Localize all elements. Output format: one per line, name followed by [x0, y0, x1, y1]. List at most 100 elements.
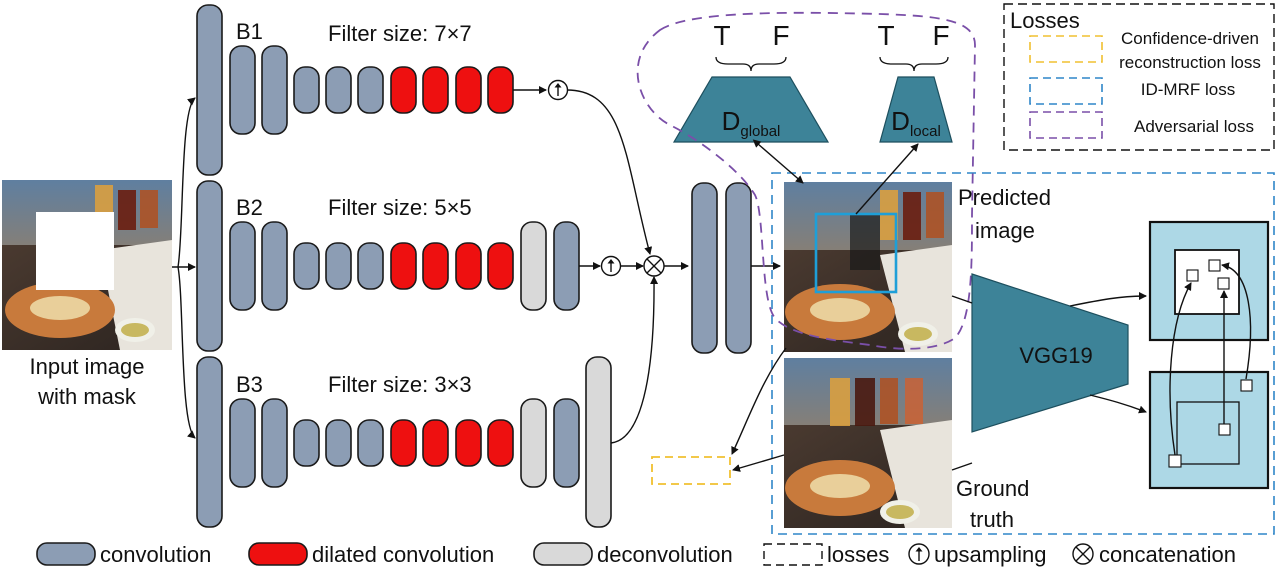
input-arrows	[172, 97, 196, 439]
legend: convolution dilated convolution deconvol…	[36, 542, 1236, 567]
b3-dilated-conv	[487, 419, 514, 467]
patch	[1240, 379, 1253, 392]
legend-concatenation-label: concatenation	[1099, 542, 1236, 567]
branch-b2	[196, 180, 580, 352]
feature-map-ground-truth	[1148, 370, 1270, 490]
patch	[1208, 259, 1221, 272]
recon-loss-line1: Confidence-driven	[1121, 29, 1259, 48]
b1-conv	[229, 45, 256, 135]
b1-conv	[325, 66, 352, 114]
b2-label: B2	[236, 195, 263, 220]
legend-dilated-label: dilated convolution	[312, 542, 494, 567]
id-mrf-loss-label: ID-MRF loss	[1141, 80, 1235, 99]
losses-box	[1003, 3, 1275, 151]
merge-conv	[691, 182, 718, 354]
id-mrf-loss-region	[771, 172, 1275, 535]
adversarial-loss-swatch	[1029, 111, 1103, 139]
upsampling-icon	[600, 255, 622, 277]
d-local-label: Dlocal	[891, 106, 941, 140]
predicted-to-recon-arrow	[731, 347, 787, 455]
b1-dilated-conv	[455, 66, 482, 114]
d-global-false: F	[772, 20, 789, 51]
b2-filter-size: Filter size: 5×5	[328, 195, 472, 220]
patch	[1168, 454, 1182, 468]
b3-conv	[553, 398, 580, 488]
recon-loss-line2: reconstruction loss	[1119, 53, 1261, 72]
legend-convolution-swatch	[36, 542, 96, 566]
upsample-to-concat-arrow	[566, 89, 653, 255]
recon-loss-swatch	[1029, 35, 1103, 63]
legend-upsampling-label: upsampling	[934, 542, 1047, 567]
b3-deconv	[520, 398, 547, 488]
predicted-label-line2: image	[975, 218, 1035, 243]
patch	[1217, 277, 1230, 290]
vgg19-label: VGG19	[1019, 343, 1092, 368]
legend-deconvolution-swatch	[533, 542, 593, 566]
b2-conv	[229, 221, 256, 311]
d-global: Dglobal	[672, 76, 830, 143]
d-global-label: Dglobal	[722, 106, 781, 140]
b2-conv	[553, 221, 580, 311]
b1-filter-size: Filter size: 7×7	[328, 21, 472, 46]
vgg19-network	[971, 273, 1129, 433]
b2-deconv	[520, 221, 547, 311]
b3-label: B3	[236, 372, 263, 397]
b2-dilated-conv	[487, 242, 514, 290]
upsampling-icon	[547, 79, 569, 101]
b3-filter-size: Filter size: 3×3	[328, 372, 472, 397]
mrf-match-arrow	[1221, 262, 1252, 380]
b3-dilated-conv	[422, 419, 449, 467]
ground-truth-label-line1: Ground	[956, 476, 1029, 501]
losses-title: Losses	[1010, 8, 1080, 33]
b3-conv	[293, 419, 320, 467]
adversarial-loss-label: Adversarial loss	[1134, 117, 1254, 136]
legend-losses-label: losses	[827, 542, 889, 567]
b2-conv	[357, 242, 384, 290]
predicted-label-line1: Predicted	[958, 185, 1051, 210]
predicted-to-d-global-arrow	[752, 139, 804, 184]
b3-deconv-large	[585, 356, 612, 528]
b3-conv	[261, 398, 288, 488]
legend-deconvolution-label: deconvolution	[597, 542, 733, 567]
d-local-false: F	[932, 20, 949, 51]
b3-dilated-conv	[455, 419, 482, 467]
d-global-brace	[715, 56, 787, 72]
vgg-to-feat1-arrow	[1069, 292, 1147, 307]
b2-conv	[261, 221, 288, 311]
patch	[1186, 269, 1199, 282]
input-caption-line2: with mask	[37, 384, 137, 409]
legend-concatenation-icon	[1072, 543, 1094, 565]
b1-dilated-conv	[422, 66, 449, 114]
b3-to-concat-arrow	[610, 276, 659, 444]
b3-input-conv	[196, 356, 223, 528]
mask-region	[36, 212, 114, 290]
input-image	[2, 180, 172, 350]
legend-dilated-swatch	[248, 542, 308, 566]
b2-dilated-conv	[390, 242, 417, 290]
input-caption-line1: Input image	[30, 354, 145, 379]
adversarial-loss-region	[636, 11, 976, 350]
b1-input-conv	[196, 4, 223, 176]
crop-to-d-local-arrow	[855, 143, 919, 215]
branch-b1	[196, 4, 514, 176]
predicted-image	[784, 182, 952, 352]
b1-label: B1	[236, 19, 263, 44]
b1-conv	[261, 45, 288, 135]
feature-map-predicted	[1148, 220, 1270, 391]
ground-truth-label-line2: truth	[970, 507, 1014, 532]
d-global-true: T	[713, 20, 730, 51]
b2-conv	[325, 242, 352, 290]
b2-dilated-conv	[455, 242, 482, 290]
ground-truth-image	[784, 358, 952, 528]
b3-conv	[229, 398, 256, 488]
d-local-true: T	[877, 20, 894, 51]
b3-conv	[357, 419, 384, 467]
gt-to-vgg-arrow	[951, 462, 973, 471]
d-local: Dlocal	[879, 76, 953, 143]
b1-conv	[357, 66, 384, 114]
legend-convolution-label: convolution	[100, 542, 211, 567]
b2-input-conv	[196, 180, 223, 352]
b2-conv	[293, 242, 320, 290]
gt-to-recon-arrow	[732, 454, 785, 472]
